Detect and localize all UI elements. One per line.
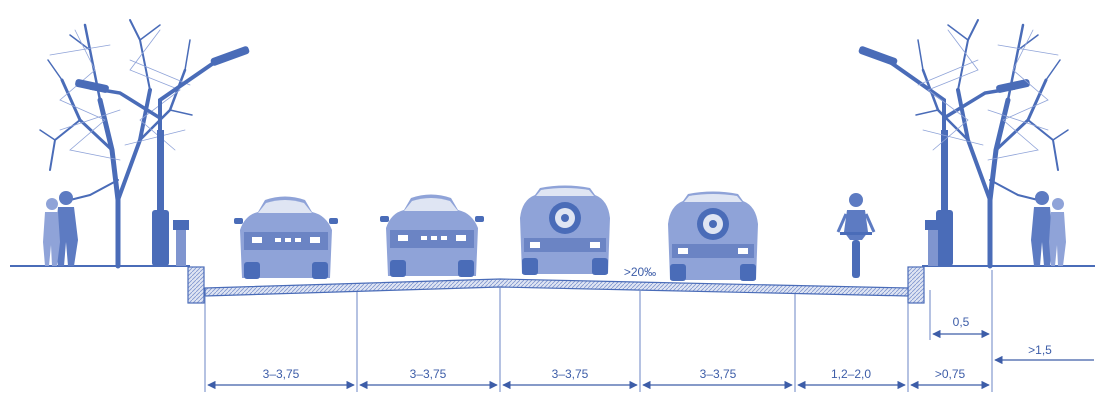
dim-sidewalk-buffer: 0,5 xyxy=(953,315,970,329)
car-1-icon xyxy=(234,196,338,279)
dim-lane-3: 3–3,75 xyxy=(552,367,589,381)
dim-sidewalk: >1,5 xyxy=(1028,343,1052,357)
dimension-arrows xyxy=(207,329,1094,390)
dim-curb-offset: >0,75 xyxy=(935,367,966,381)
left-pedestrians-icon xyxy=(43,191,78,266)
dim-bike-lane: 1,2–2,0 xyxy=(831,367,871,381)
roadway-pavement xyxy=(204,278,909,297)
car-2-icon xyxy=(380,194,484,277)
suv-2-icon xyxy=(668,191,758,281)
right-streetlight-icon xyxy=(858,46,1030,266)
suv-1-icon xyxy=(520,185,610,275)
right-pedestrians-icon xyxy=(1031,191,1066,266)
left-tree-icon xyxy=(39,19,193,269)
dim-lane-1: 3–3,75 xyxy=(263,367,300,381)
right-curb xyxy=(907,266,925,304)
dim-lane-2: 3–3,75 xyxy=(410,367,447,381)
slope-label: >20‰ xyxy=(624,265,656,279)
dim-lane-4: 3–3,75 xyxy=(700,367,737,381)
left-streetlight-icon xyxy=(75,46,250,266)
left-curb xyxy=(187,266,205,304)
dimension-extension-lines xyxy=(204,270,993,392)
right-tree-icon xyxy=(915,19,1069,269)
cyclist-icon xyxy=(836,193,876,278)
